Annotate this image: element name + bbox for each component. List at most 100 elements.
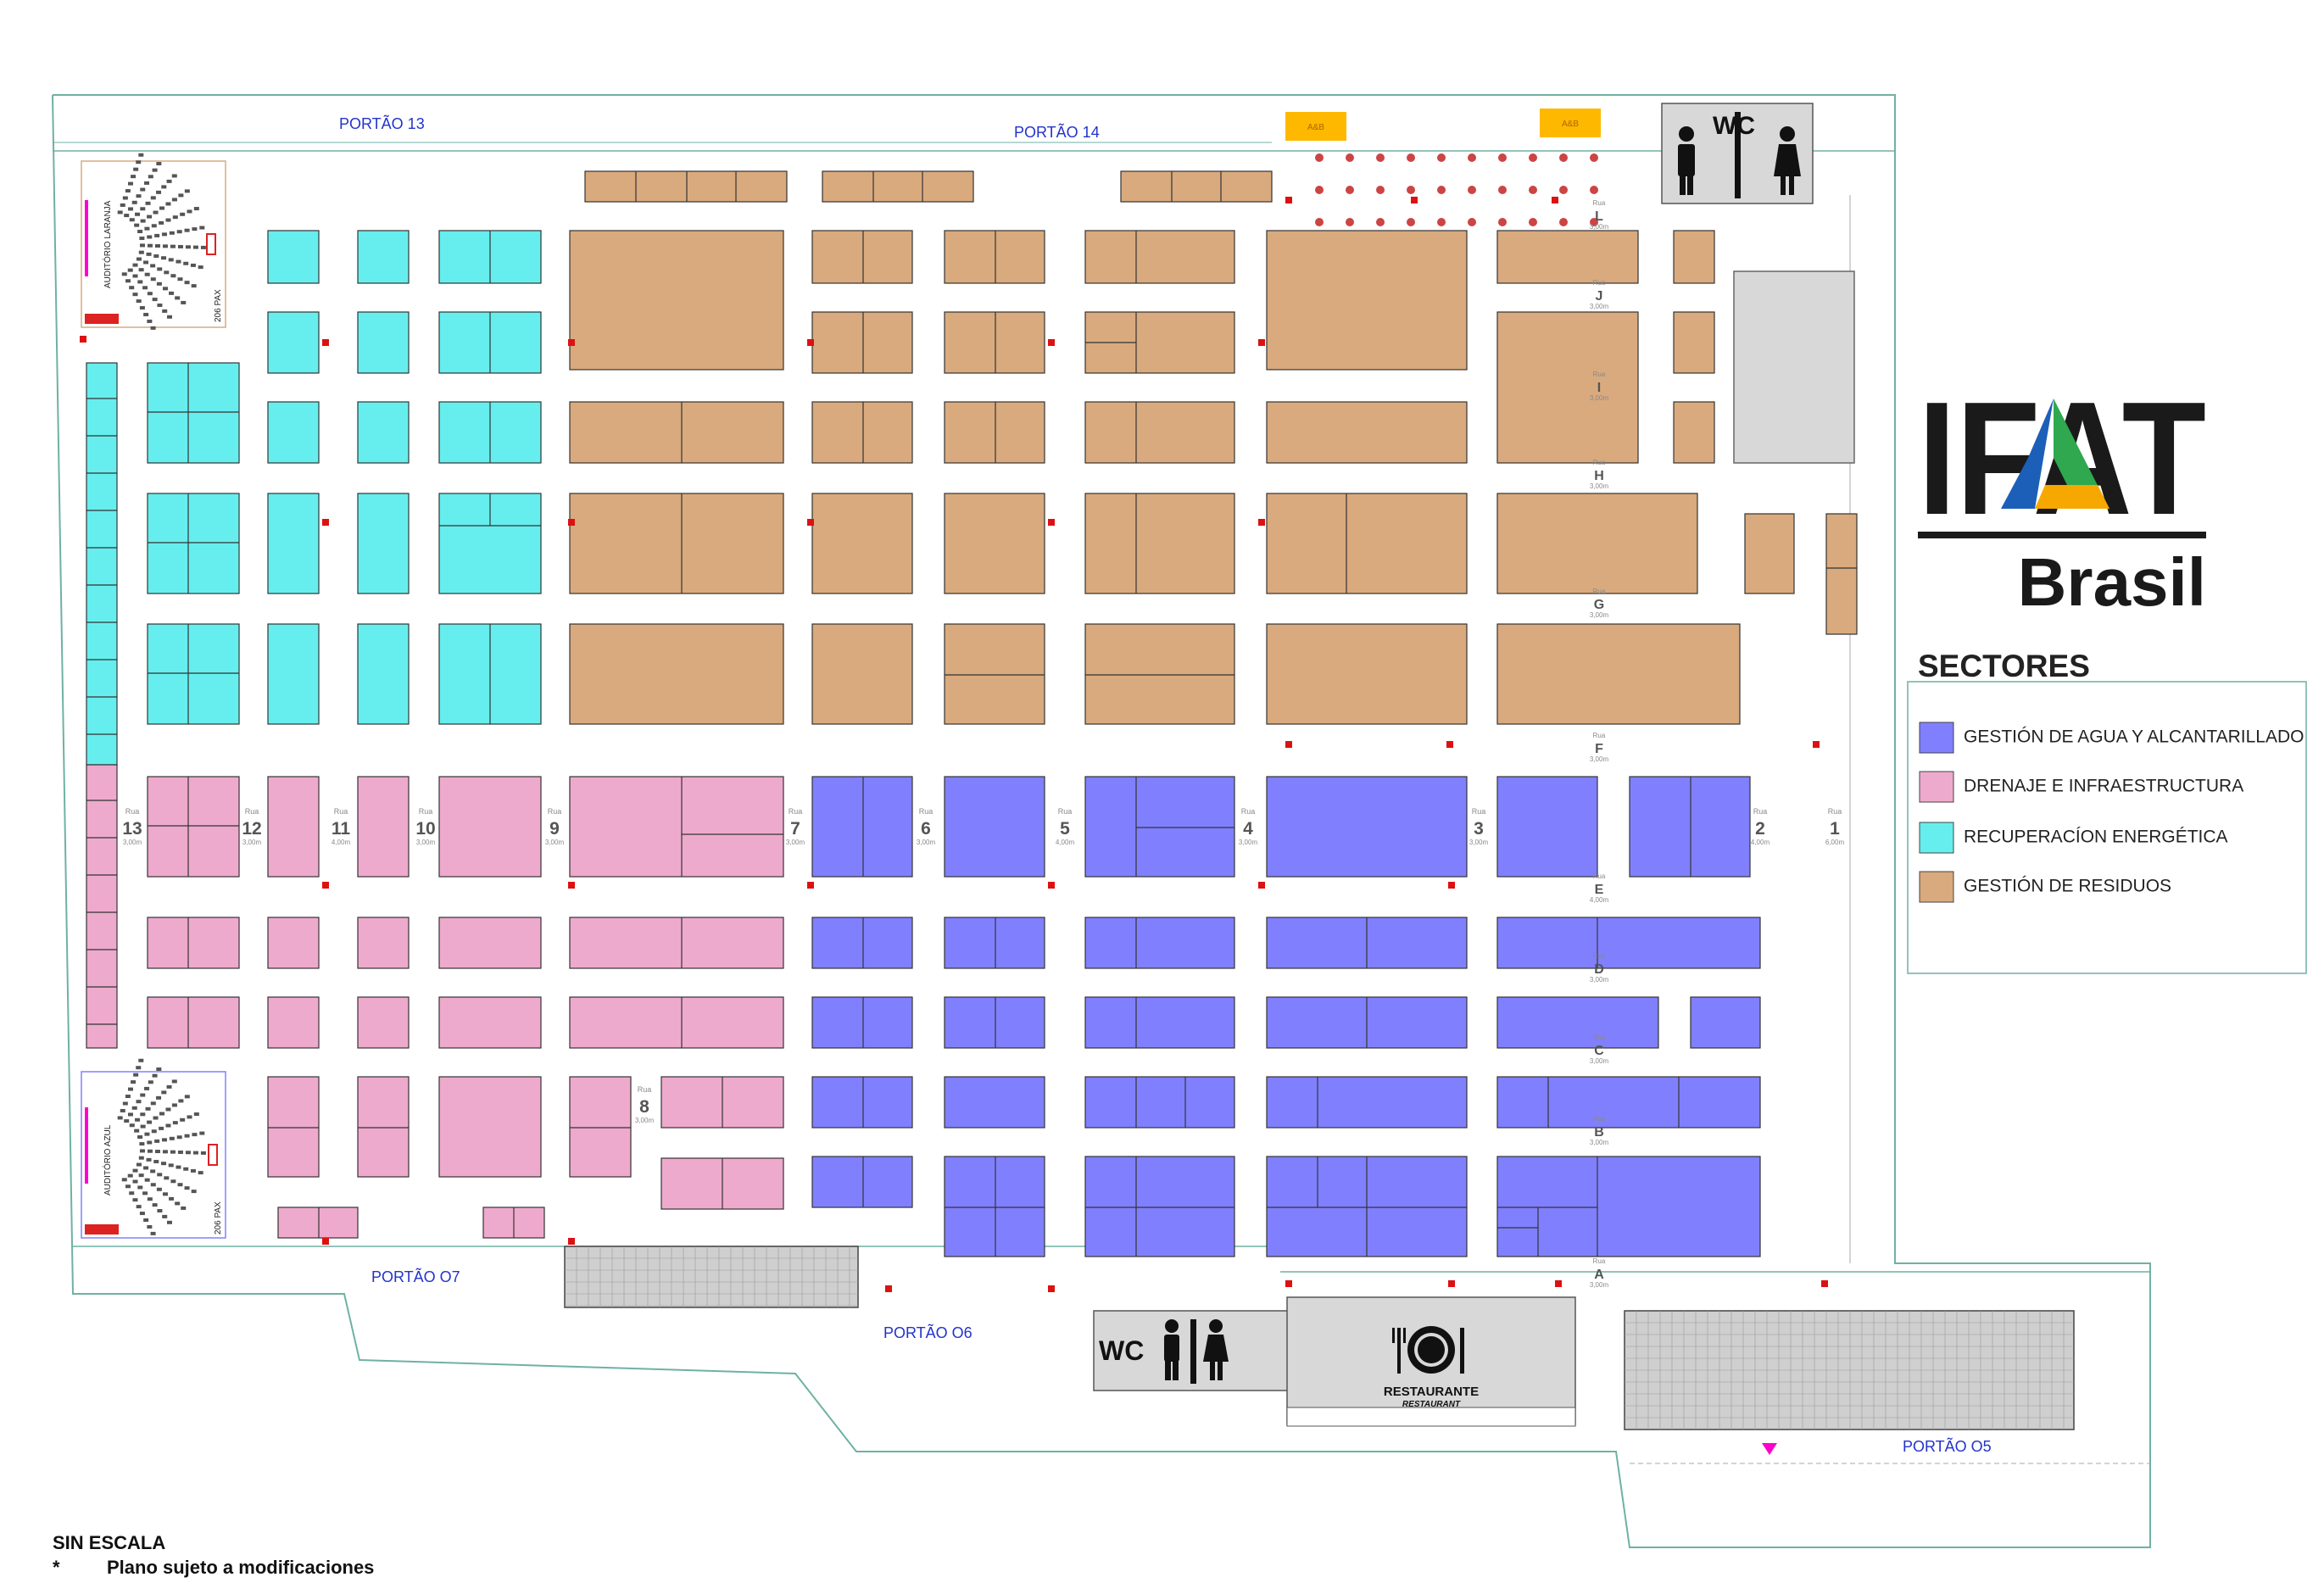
booth[interactable] (438, 623, 542, 725)
booth[interactable] (944, 493, 1045, 594)
booth[interactable] (1825, 513, 1858, 635)
booth[interactable] (267, 401, 320, 464)
booth[interactable] (811, 996, 913, 1049)
booth[interactable] (357, 776, 410, 878)
booth[interactable] (1120, 170, 1273, 203)
booth[interactable] (1266, 917, 1468, 969)
booth[interactable] (438, 1076, 542, 1178)
booth[interactable] (357, 1076, 410, 1178)
booth[interactable] (1084, 230, 1235, 284)
gate-13[interactable]: PORTÃO 13 (339, 114, 425, 132)
booth[interactable] (944, 996, 1045, 1049)
booth[interactable] (482, 1207, 545, 1239)
booth[interactable] (944, 1156, 1045, 1257)
booth[interactable] (357, 917, 410, 969)
booth[interactable] (267, 230, 320, 284)
booth[interactable] (1496, 1076, 1761, 1129)
booth[interactable] (811, 1076, 913, 1129)
booth[interactable] (1266, 401, 1468, 464)
booth[interactable] (1496, 776, 1598, 878)
booth[interactable] (357, 401, 410, 464)
booth[interactable] (811, 776, 913, 878)
booth[interactable] (277, 1207, 359, 1239)
booth[interactable] (569, 917, 784, 969)
auditorio-laranja[interactable]: AUDITÓRIO LARANJA 206 PAX (81, 153, 226, 330)
booth[interactable] (147, 362, 240, 464)
booth[interactable] (811, 1156, 913, 1208)
booth[interactable] (1496, 1156, 1761, 1257)
booth[interactable] (438, 917, 542, 969)
booth[interactable] (569, 493, 784, 594)
booth[interactable] (267, 776, 320, 878)
booth[interactable] (267, 493, 320, 594)
booth[interactable] (1673, 311, 1715, 374)
booth[interactable] (1673, 230, 1715, 284)
booth[interactable] (811, 401, 913, 464)
booth[interactable] (1673, 401, 1715, 464)
gate-14[interactable]: PORTÃO 14 (1014, 123, 1100, 141)
auditorio-azul[interactable]: AUDITÓRIO AZUL 206 PAX (81, 1058, 226, 1239)
gate-06[interactable]: PORTÃO O6 (883, 1324, 973, 1341)
booth[interactable] (569, 623, 784, 725)
booth[interactable] (660, 1157, 784, 1210)
booth[interactable] (1496, 493, 1698, 594)
booth[interactable] (1266, 1076, 1468, 1129)
booth[interactable] (1266, 623, 1468, 725)
booth[interactable] (267, 996, 320, 1049)
booth[interactable] (944, 311, 1045, 374)
booth[interactable] (1496, 996, 1659, 1049)
booth[interactable] (1084, 917, 1235, 969)
booth[interactable] (1266, 776, 1468, 878)
booth[interactable] (944, 623, 1045, 725)
booth[interactable] (147, 917, 240, 969)
booth[interactable] (944, 1076, 1045, 1129)
booth[interactable] (1690, 996, 1761, 1049)
booth[interactable] (147, 996, 240, 1049)
booth[interactable] (1084, 623, 1235, 725)
booth[interactable] (1084, 776, 1235, 878)
booth[interactable] (1496, 917, 1761, 969)
booth[interactable] (944, 401, 1045, 464)
booth[interactable] (1084, 1076, 1235, 1129)
booth[interactable] (147, 493, 240, 594)
booth[interactable] (584, 170, 788, 203)
booth[interactable] (267, 311, 320, 374)
booth[interactable] (1629, 776, 1751, 878)
booth[interactable] (1266, 230, 1468, 371)
booth[interactable] (1266, 493, 1468, 594)
booth[interactable] (267, 917, 320, 969)
gate-07[interactable]: PORTÃO O7 (371, 1268, 460, 1285)
booth[interactable] (1084, 311, 1235, 374)
booth[interactable] (1266, 996, 1468, 1049)
booth[interactable] (267, 623, 320, 725)
booth[interactable] (1496, 311, 1639, 464)
booth[interactable] (811, 311, 913, 374)
booth[interactable] (357, 493, 410, 594)
booth[interactable] (569, 401, 784, 464)
booth[interactable] (438, 776, 542, 878)
booth[interactable] (811, 493, 913, 594)
booth[interactable] (811, 230, 913, 284)
booth[interactable] (1266, 1156, 1468, 1257)
booth[interactable] (357, 996, 410, 1049)
booth[interactable] (267, 1076, 320, 1178)
booth[interactable] (944, 917, 1045, 969)
booth[interactable] (1496, 230, 1639, 284)
booth[interactable] (357, 623, 410, 725)
booth[interactable] (357, 311, 410, 374)
gate-05[interactable]: PORTÃO O5 (1903, 1437, 1992, 1455)
booth[interactable] (811, 623, 913, 725)
booth[interactable] (147, 623, 240, 725)
booth[interactable] (1084, 401, 1235, 464)
booth[interactable] (822, 170, 974, 203)
booth[interactable] (1496, 623, 1741, 725)
booth[interactable] (438, 311, 542, 374)
booth[interactable] (147, 776, 240, 878)
booth[interactable] (438, 996, 542, 1049)
booth[interactable] (944, 776, 1045, 878)
booth[interactable] (660, 1076, 784, 1129)
booth[interactable] (438, 401, 542, 464)
booth[interactable] (357, 230, 410, 284)
booth[interactable] (1084, 493, 1235, 594)
booth[interactable] (569, 776, 784, 878)
